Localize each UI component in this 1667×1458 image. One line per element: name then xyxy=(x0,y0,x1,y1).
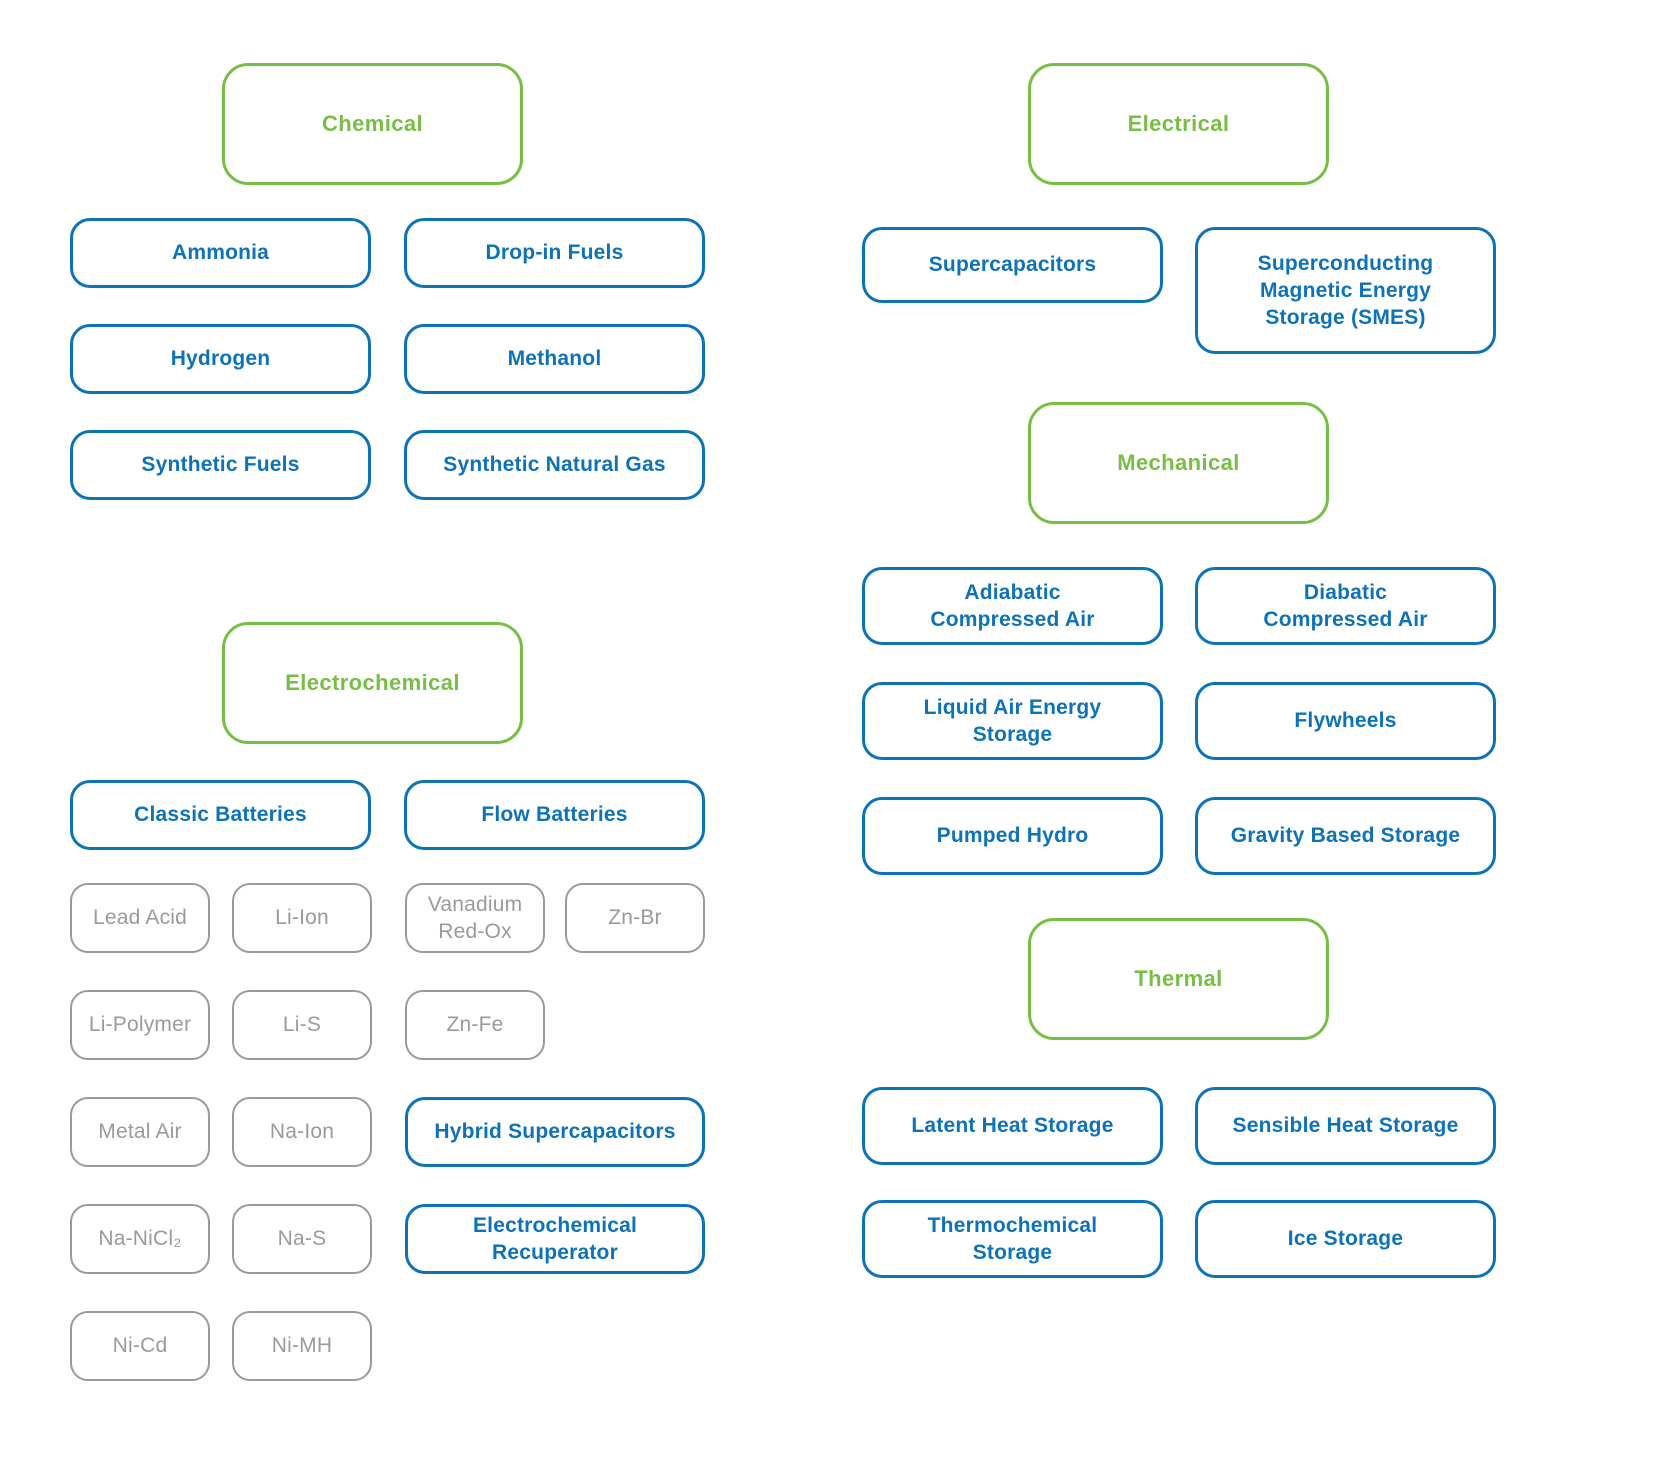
box-na-s: Na-S xyxy=(232,1204,372,1274)
box-supercapacitors: Supercapacitors xyxy=(862,227,1163,303)
box-vanadium-red-ox: Vanadium Red-Ox xyxy=(405,883,545,953)
box-diabatic-compressed-air: Diabatic Compressed Air xyxy=(1195,567,1496,645)
box-drop-in-fuels: Drop-in Fuels xyxy=(404,218,705,288)
box-zn-br: Zn-Br xyxy=(565,883,705,953)
box-ni-mh: Ni-MH xyxy=(232,1311,372,1381)
box-adiabatic-compressed-air: Adiabatic Compressed Air xyxy=(862,567,1163,645)
box-classic-batteries: Classic Batteries xyxy=(70,780,371,850)
box-flywheels: Flywheels xyxy=(1195,682,1496,760)
category-mechanical: Mechanical xyxy=(1028,402,1329,524)
box-li-ion: Li-Ion xyxy=(232,883,372,953)
battery-types-area: Lead Acid Li-Ion Li-Polymer Li-S Metal A… xyxy=(70,883,705,1381)
box-lead-acid: Lead Acid xyxy=(70,883,210,953)
box-na-ion: Na-Ion xyxy=(232,1097,372,1167)
classic-battery-types-grid: Lead Acid Li-Ion Li-Polymer Li-S Metal A… xyxy=(70,883,372,1381)
box-hybrid-supercapacitors: Hybrid Supercapacitors xyxy=(405,1097,705,1167)
category-electrical: Electrical xyxy=(1028,63,1329,185)
box-pumped-hydro: Pumped Hydro xyxy=(862,797,1163,875)
box-hydrogen: Hydrogen xyxy=(70,324,371,394)
box-metal-air: Metal Air xyxy=(70,1097,210,1167)
thermal-items-grid: Latent Heat Storage Sensible Heat Storag… xyxy=(862,1087,1496,1278)
box-na-nicl2: Na-NiCl₂ xyxy=(70,1204,210,1274)
box-methanol: Methanol xyxy=(404,324,705,394)
box-gravity-based-storage: Gravity Based Storage xyxy=(1195,797,1496,875)
box-thermochemical-storage: Thermochemical Storage xyxy=(862,1200,1163,1278)
box-synthetic-natural-gas: Synthetic Natural Gas xyxy=(404,430,705,500)
box-liquid-air-energy-storage: Liquid Air Energy Storage xyxy=(862,682,1163,760)
electrochemical-subcategories: Classic Batteries Flow Batteries xyxy=(70,780,705,850)
box-ice-storage: Ice Storage xyxy=(1195,1200,1496,1278)
flow-battery-types-grid: Vanadium Red-Ox Zn-Br Zn-Fe Hybrid Super… xyxy=(405,883,705,1381)
box-ni-cd: Ni-Cd xyxy=(70,1311,210,1381)
box-ammonia: Ammonia xyxy=(70,218,371,288)
box-flow-batteries: Flow Batteries xyxy=(404,780,705,850)
right-column: Electrical Supercapacitors Superconducti… xyxy=(862,63,1496,1278)
electrical-items-grid: Supercapacitors Superconducting Magnetic… xyxy=(862,227,1496,354)
left-column: Chemical Ammonia Drop-in Fuels Hydrogen … xyxy=(70,63,705,1381)
category-thermal: Thermal xyxy=(1028,918,1329,1040)
category-chemical: Chemical xyxy=(222,63,523,185)
mechanical-items-grid: Adiabatic Compressed Air Diabatic Compre… xyxy=(862,567,1496,875)
box-electrochemical-recuperator: Electrochemical Recuperator xyxy=(405,1204,705,1274)
box-sensible-heat-storage: Sensible Heat Storage xyxy=(1195,1087,1496,1165)
box-smes: Superconducting Magnetic Energy Storage … xyxy=(1195,227,1496,354)
box-synthetic-fuels: Synthetic Fuels xyxy=(70,430,371,500)
box-li-s: Li-S xyxy=(232,990,372,1060)
box-li-polymer: Li-Polymer xyxy=(70,990,210,1060)
box-latent-heat-storage: Latent Heat Storage xyxy=(862,1087,1163,1165)
chemical-items-grid: Ammonia Drop-in Fuels Hydrogen Methanol … xyxy=(70,218,705,500)
category-electrochemical: Electrochemical xyxy=(222,622,523,744)
box-zn-fe: Zn-Fe xyxy=(405,990,545,1060)
